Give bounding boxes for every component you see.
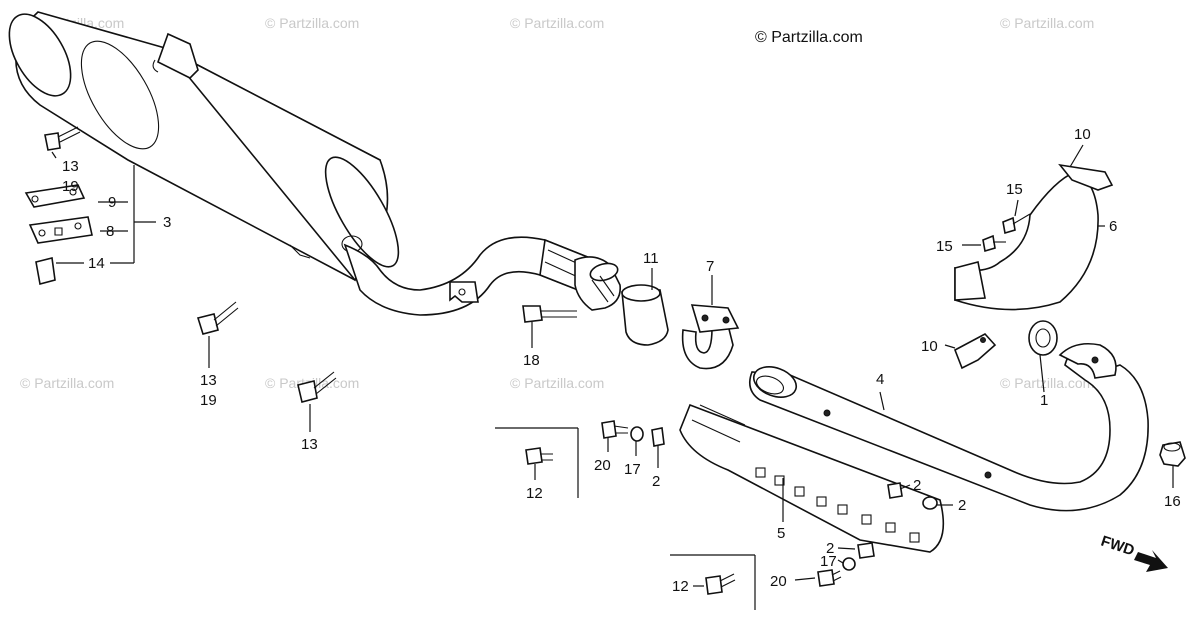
watermark-2: © Partzilla.com (265, 15, 359, 31)
callout-1: 1 (1040, 392, 1048, 409)
callout-9: 9 (108, 194, 116, 211)
callout-4: 4 (876, 371, 884, 388)
callout-15-lower: 15 (936, 238, 953, 255)
watermark-4: © Partzilla.com (1000, 15, 1094, 31)
callout-10-lower: 10 (921, 338, 938, 355)
callout-2-upper: 2 (652, 473, 660, 490)
callout-10-upper: 10 (1074, 126, 1091, 143)
leader-lines (51, 144, 1174, 610)
callout-7: 7 (706, 258, 714, 275)
callout-5: 5 (777, 525, 785, 542)
watermarks: © Partzilla.com © Partzilla.com © Partzi… (20, 15, 1094, 391)
callout-18: 18 (523, 352, 540, 369)
muffler-protector (679, 403, 945, 553)
watermark-5: © Partzilla.com (20, 375, 114, 391)
callout-17-upper: 17 (624, 461, 641, 478)
watermark-3: © Partzilla.com (510, 15, 604, 31)
forward-direction-indicator: FWD (1099, 533, 1168, 572)
exhaust-pipe (749, 342, 1149, 512)
callout-numbers: 13 19 9 8 3 14 13 19 13 11 7 18 12 20 17… (62, 126, 1181, 595)
callout-2-washer: 2 (958, 497, 966, 514)
callout-2-lower: 2 (826, 540, 834, 557)
callout-12-upper: 12 (526, 485, 543, 502)
callout-6: 6 (1109, 218, 1117, 235)
cap-nut (1159, 441, 1186, 467)
muffler-pipe (343, 236, 622, 316)
exhaust-clamp (681, 304, 740, 370)
callout-16: 16 (1164, 493, 1181, 510)
fwd-label: FWD (1099, 533, 1137, 560)
callout-2-pipe: 2 (913, 477, 921, 494)
muffler (8, 11, 400, 282)
hardware (24, 126, 1031, 595)
callout-13-top: 13 (62, 158, 79, 175)
fwd-arrow-icon (1134, 550, 1168, 572)
watermark-8: © Partzilla.com (1000, 375, 1094, 391)
callout-19-top: 19 (62, 178, 79, 195)
callout-14: 14 (88, 255, 105, 272)
pipe-protector (954, 163, 1114, 311)
callout-3: 3 (163, 214, 171, 231)
callout-20-lower: 20 (770, 573, 787, 590)
protector-vents (755, 467, 920, 543)
callout-17-lower: 17 (820, 553, 837, 570)
callout-11: 11 (643, 250, 659, 267)
pipe-sleeve (621, 284, 669, 346)
callout-19-mid: 19 (200, 392, 217, 409)
callout-15-upper: 15 (1006, 181, 1023, 198)
gasket (1028, 320, 1058, 356)
watermark-7: © Partzilla.com (510, 375, 604, 391)
protector-band (953, 333, 997, 370)
callout-13-low: 13 (301, 436, 318, 453)
callout-13-mid: 13 (200, 372, 217, 389)
callout-20-upper: 20 (594, 457, 611, 474)
callout-12-lower: 12 (672, 578, 689, 595)
callout-8: 8 (106, 223, 114, 240)
copyright-text: © Partzilla.com (755, 29, 863, 46)
